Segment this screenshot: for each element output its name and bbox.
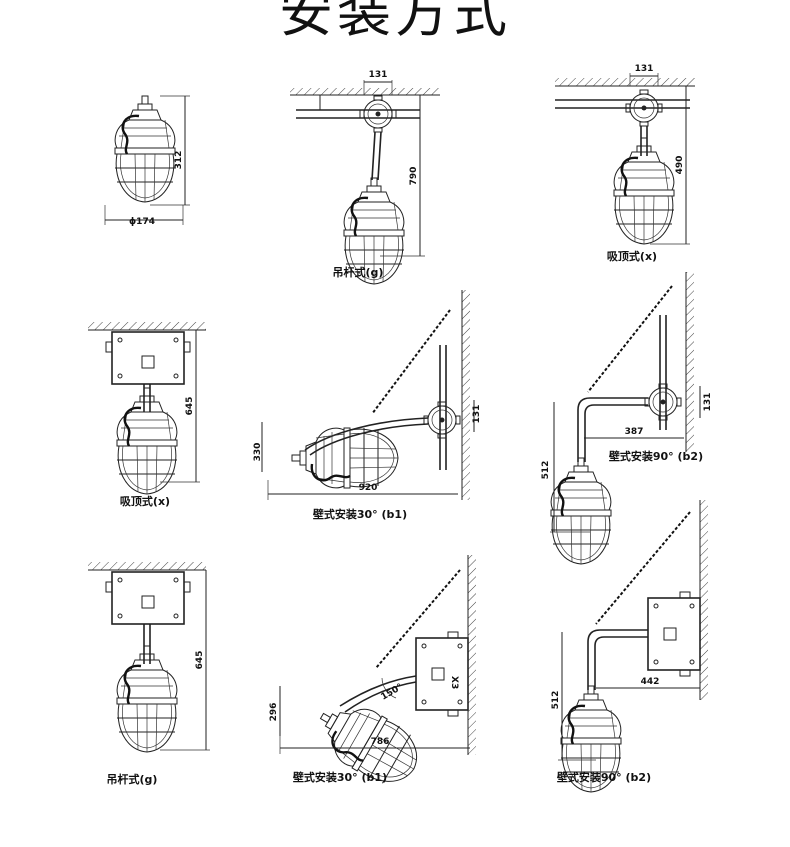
diagram-lamp-only: 312 ɸ174: [104, 94, 190, 227]
dim-131: 131: [635, 64, 654, 74]
diagram-ceiling-square: 645 吸顶式(x): [88, 322, 206, 508]
dim-645: 645: [195, 651, 205, 670]
dim-387: 387: [625, 427, 644, 437]
diagram-pendant-rod: 131 790 吊杆式(g): [290, 70, 440, 286]
page-title: 安装方式: [279, 0, 511, 44]
caption-wall-90-square: 壁式安装90° (b2): [557, 770, 651, 784]
caption-pendant-rod: 吊杆式(g): [333, 265, 384, 279]
diagram-pendant-square: 645 吊杆式(g): [88, 562, 210, 786]
caption-ceiling-square: 吸顶式(x): [120, 494, 170, 508]
caption-pendant-square: 吊杆式(g): [107, 772, 158, 786]
dim-312: 312: [174, 151, 184, 170]
caption-ceiling-round: 吸顶式(x): [607, 249, 657, 263]
dim-442: 442: [641, 677, 660, 687]
svg-text:X3: X3: [449, 676, 459, 689]
dim-786: 786: [371, 737, 390, 747]
diagram-ceiling-round: 131 490 吸顶式(x): [555, 64, 695, 263]
dim-512: 512: [541, 461, 551, 480]
dim-645: 645: [185, 397, 195, 416]
dim-512: 512: [551, 691, 561, 710]
dim-174: ɸ174: [129, 217, 155, 227]
dim-490: 490: [675, 156, 685, 175]
diagram-wall-90-round: 131 387 512 壁式安装90° (b2): [541, 272, 713, 566]
dim-330: 330: [253, 443, 263, 462]
diagram-wall-90-square: 442 512 壁式安装90° (b2): [551, 500, 708, 794]
dim-790: 790: [409, 167, 419, 186]
dim-296: 296: [269, 703, 279, 722]
dim-131: 131: [472, 405, 482, 424]
caption-wall-90-round: 壁式安装90° (b2): [609, 449, 703, 463]
dim-131: 131: [369, 70, 388, 80]
dim-131: 131: [703, 393, 713, 412]
caption-wall-30-round: 壁式安装30° (b1): [313, 507, 407, 521]
dim-920: 920: [359, 483, 378, 493]
caption-wall-30-square: 壁式安装30° (b1): [293, 770, 387, 784]
diagram-wall-30-round: 131 330 920 壁式安装30° (b1): [253, 290, 482, 521]
diagram-wall-30-square: X3 150° 296 786 壁式安装30° (b1): [269, 555, 476, 797]
